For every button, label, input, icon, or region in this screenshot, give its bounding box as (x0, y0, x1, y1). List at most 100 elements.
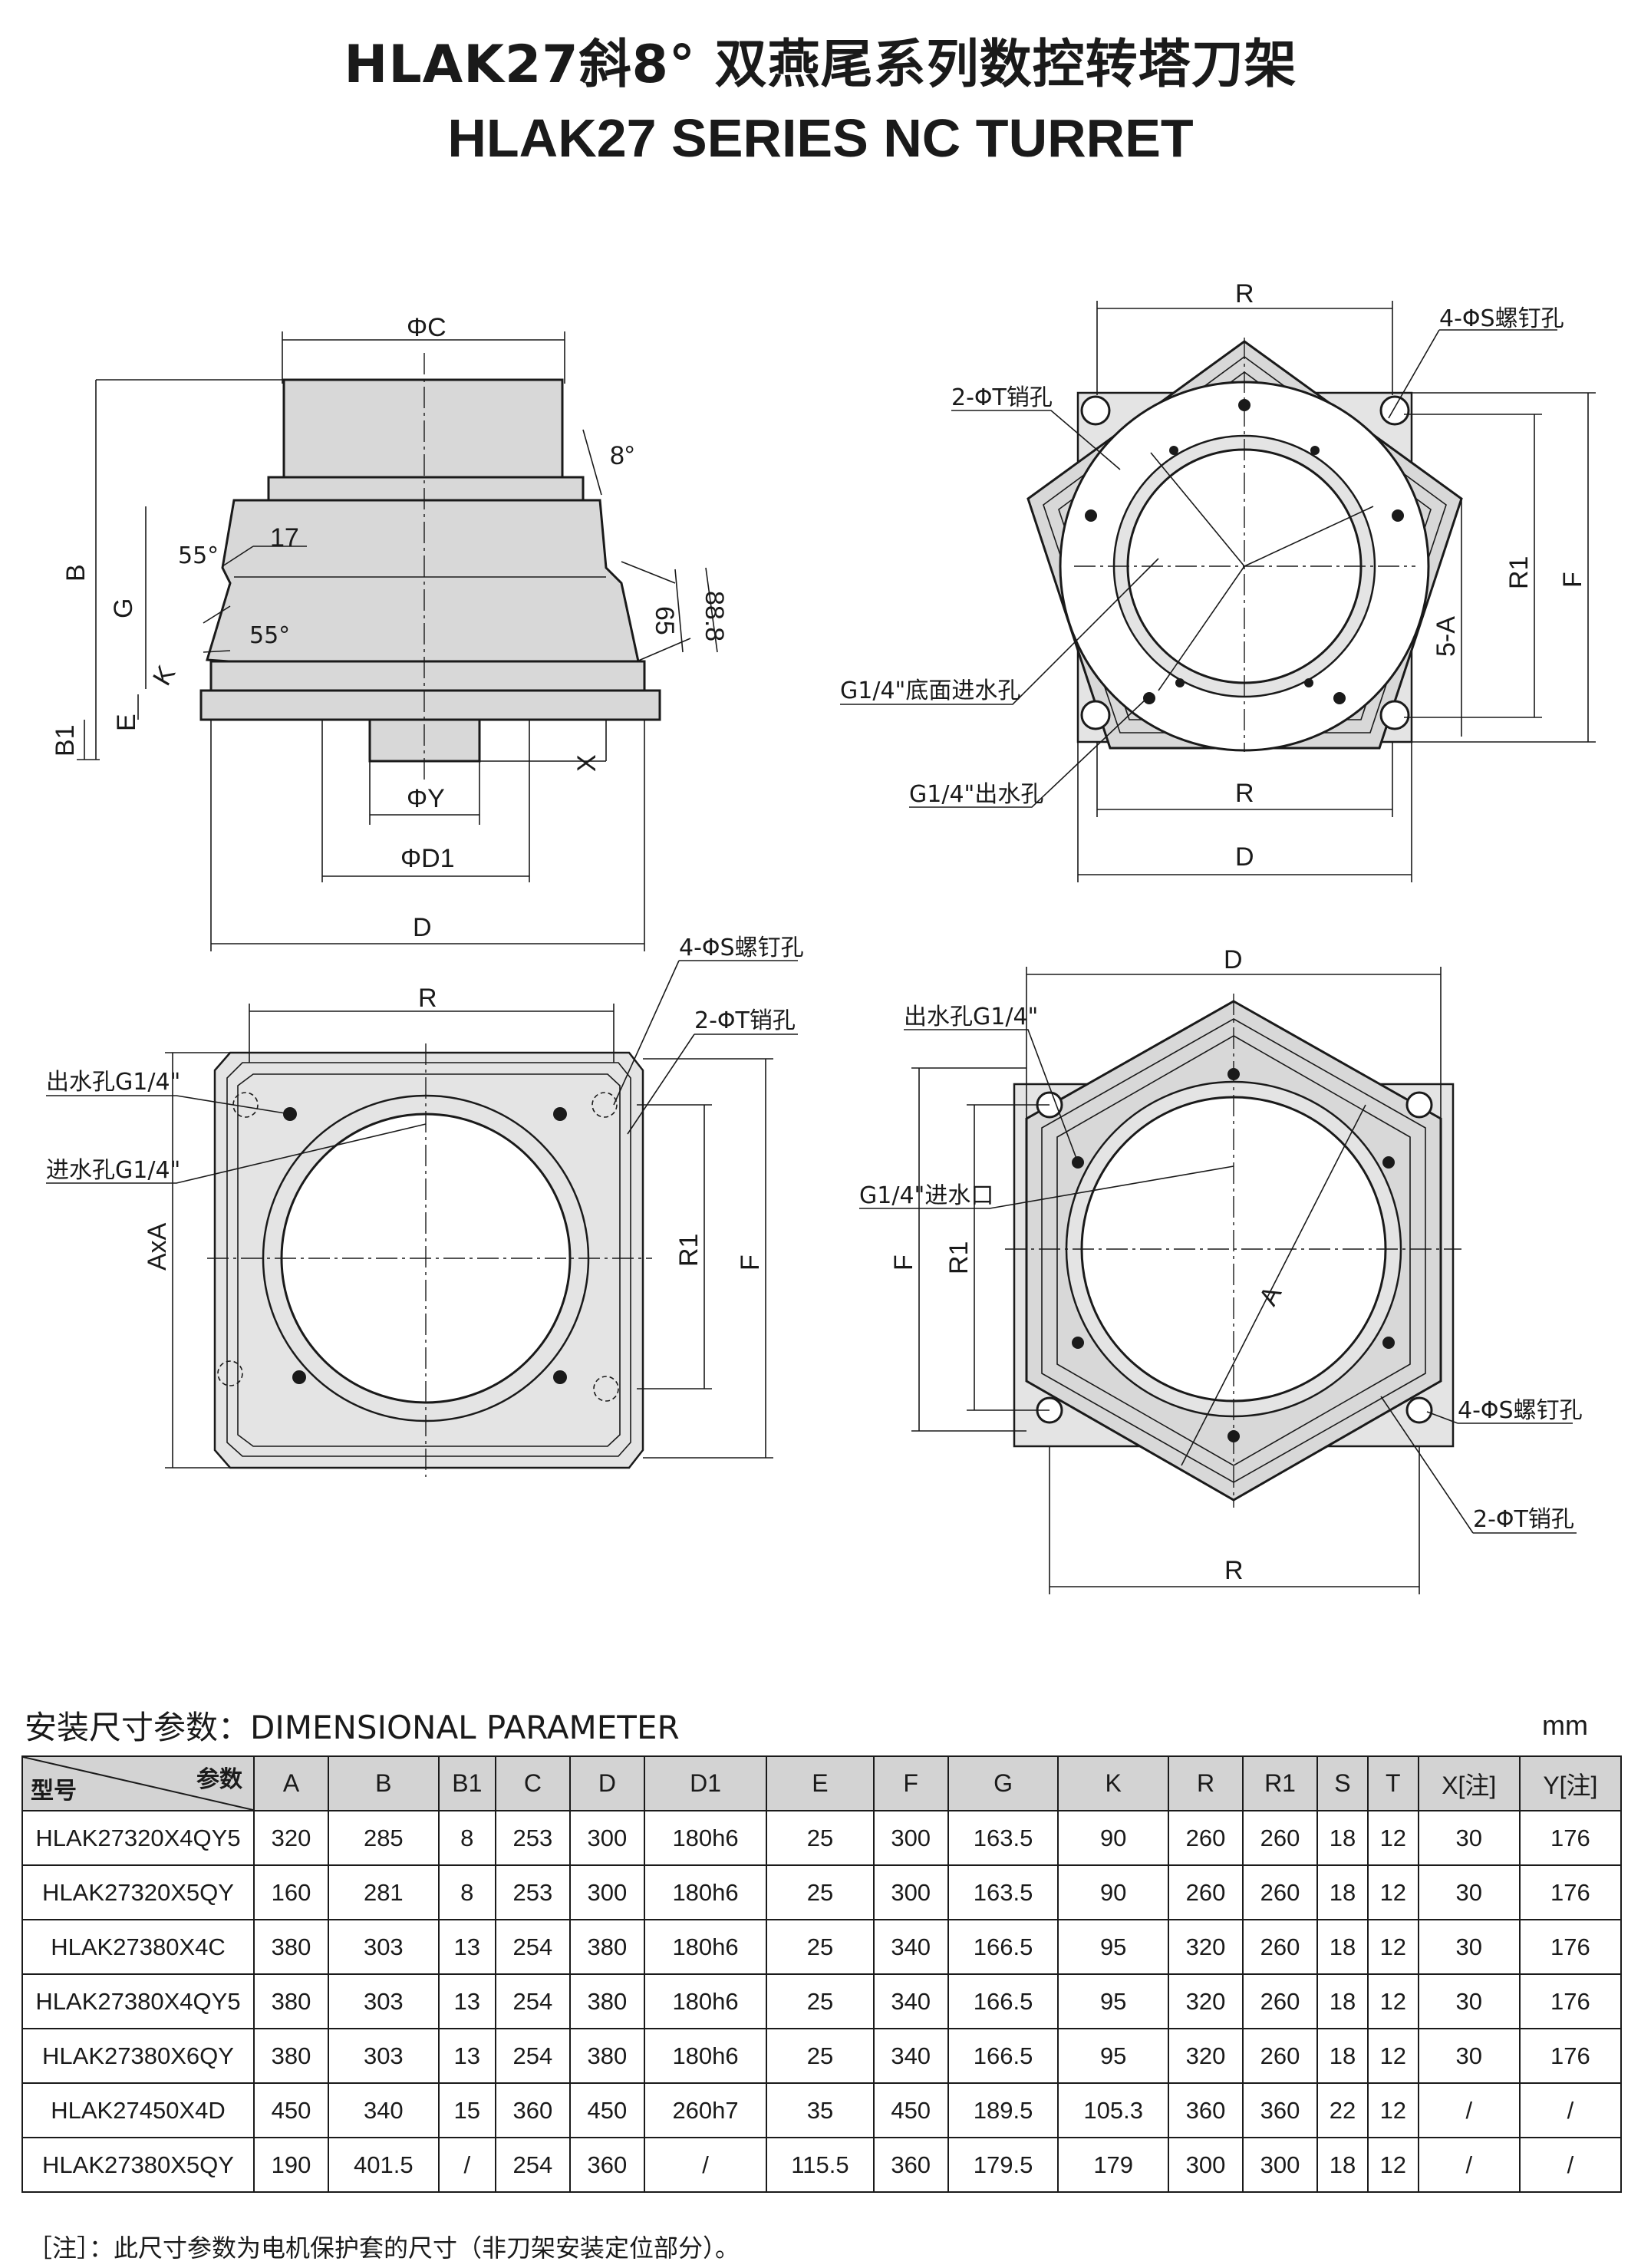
value-cell: 254 (494, 1919, 571, 1975)
value-cell: 260h7 (643, 2082, 768, 2138)
value-cell: 180h6 (643, 2028, 768, 2084)
sq-pins-t: 2-ΦT销孔 (694, 1007, 796, 1034)
value-cell: 320 (1168, 1973, 1244, 2029)
value-cell: 13 (437, 2028, 496, 2084)
value-cell: 254 (494, 1973, 571, 2029)
value-cell: 189.5 (947, 2082, 1059, 2138)
pent-bottom-inlet: G1/4"底面进水孔 (840, 677, 1020, 704)
value-cell: 253 (494, 1864, 571, 1920)
value-cell: 15 (437, 2082, 496, 2138)
value-cell: 340 (328, 2082, 440, 2138)
value-cell: 320 (253, 1810, 329, 1866)
value-cell: 180h6 (643, 1810, 768, 1866)
value-cell: 285 (328, 1810, 440, 1866)
pent-holes-s: 4-ΦS螺钉孔 (1439, 305, 1564, 332)
value-cell: 300 (872, 1864, 949, 1920)
value-cell: 18 (1316, 2028, 1369, 2084)
value-cell: / (1518, 2137, 1623, 2193)
value-cell: 105.3 (1057, 2082, 1170, 2138)
side-dim-x: X (572, 754, 601, 772)
value-cell: / (1417, 2082, 1521, 2138)
value-cell: 360 (568, 2137, 645, 2193)
value-cell: 380 (253, 1973, 329, 2029)
value-cell: 260 (1242, 2028, 1319, 2084)
pent-dim-d: D (1235, 842, 1254, 872)
side-dim-e: E (112, 714, 141, 731)
corner-model-label: 型号 (31, 1778, 77, 1805)
hex-outlet: 出水孔G1/4" (904, 1004, 1038, 1030)
value-cell: 95 (1057, 2028, 1170, 2084)
col-header: D1 (643, 1755, 768, 1811)
value-cell: 360 (494, 2082, 571, 2138)
side-dim-phiy: ΦY (407, 784, 445, 813)
hex-inlet: G1/4"进水口 (859, 1182, 993, 1209)
corner-param-label: 参数 (196, 1766, 242, 1793)
value-cell: 260 (1168, 1864, 1244, 1920)
value-cell: 12 (1366, 1864, 1419, 1920)
table-header-row: 参数 型号 A B B1 C D D1 E F G K R R1 S T X[注… (21, 1755, 1623, 1811)
sq-outlet: 出水孔G1/4" (46, 1069, 180, 1096)
value-cell: 163.5 (947, 1810, 1059, 1866)
value-cell: 300 (872, 1810, 949, 1866)
hexagon-view-drawing: A D 出水孔G1/4" G1/4"进水口 F R1 4-ΦS螺钉孔 2-ΦT销… (859, 945, 1583, 1594)
value-cell: 320 (1168, 1919, 1244, 1975)
value-cell: / (643, 2137, 768, 2193)
side-dim-8deg: 8° (610, 441, 635, 470)
side-dim-d: D (413, 913, 432, 942)
value-cell: 22 (1316, 2082, 1369, 2138)
value-cell: 260 (1242, 1810, 1319, 1866)
value-cell: 254 (494, 2137, 571, 2193)
value-cell: 360 (1242, 2082, 1319, 2138)
value-cell: 340 (872, 2028, 949, 2084)
sq-dim-r1: R1 (674, 1234, 704, 1267)
value-cell: 25 (766, 1973, 875, 2029)
model-cell: HLAK27380X4QY5 (21, 1973, 255, 2029)
value-cell: 8 (437, 1864, 496, 1920)
value-cell: / (1417, 2137, 1521, 2193)
value-cell: 12 (1366, 1919, 1419, 1975)
value-cell: 260 (1242, 1973, 1319, 2029)
pent-dim-f: F (1558, 572, 1587, 588)
value-cell: 90 (1057, 1810, 1170, 1866)
value-cell: 260 (1168, 1810, 1244, 1866)
value-cell: 8 (437, 1810, 496, 1866)
value-cell: 260 (1242, 1919, 1319, 1975)
hex-dim-d: D (1224, 945, 1243, 974)
col-header: T (1366, 1755, 1419, 1811)
value-cell: 380 (253, 2028, 329, 2084)
value-cell: 25 (766, 1919, 875, 1975)
col-header: G (947, 1755, 1059, 1811)
value-cell: 115.5 (766, 2137, 875, 2193)
value-cell: 340 (872, 1973, 949, 2029)
value-cell: 25 (766, 1810, 875, 1866)
value-cell: 380 (568, 1973, 645, 2029)
table-section-title: 安装尺寸参数：DIMENSIONAL PARAMETER (25, 1709, 680, 1746)
value-cell: / (1518, 2082, 1623, 2138)
value-cell: 18 (1316, 1973, 1369, 2029)
value-cell: 30 (1417, 2028, 1521, 2084)
value-cell: 254 (494, 2028, 571, 2084)
pent-dim-5a: 5-A (1432, 616, 1461, 657)
value-cell: 450 (568, 2082, 645, 2138)
hex-holes-s: 4-ΦS螺钉孔 (1458, 1397, 1583, 1424)
side-dim-17: 17 (270, 523, 299, 552)
side-dim-888: 88.8 (700, 591, 729, 641)
hex-pins-t: 2-ΦT销孔 (1473, 1506, 1574, 1533)
value-cell: 18 (1316, 1810, 1369, 1866)
hex-dim-r: R (1224, 1556, 1244, 1585)
value-cell: 12 (1366, 2028, 1419, 2084)
sq-holes-s: 4-ΦS螺钉孔 (679, 935, 804, 961)
value-cell: 35 (766, 2082, 875, 2138)
value-cell: 90 (1057, 1864, 1170, 1920)
sq-inlet: 进水孔G1/4" (46, 1157, 180, 1184)
col-header: D (568, 1755, 645, 1811)
pent-dim-r1: R1 (1504, 556, 1534, 589)
page-title-en: HLAK27 SERIES NC TURRET (447, 108, 1194, 168)
value-cell: 30 (1417, 1810, 1521, 1866)
value-cell: 281 (328, 1864, 440, 1920)
